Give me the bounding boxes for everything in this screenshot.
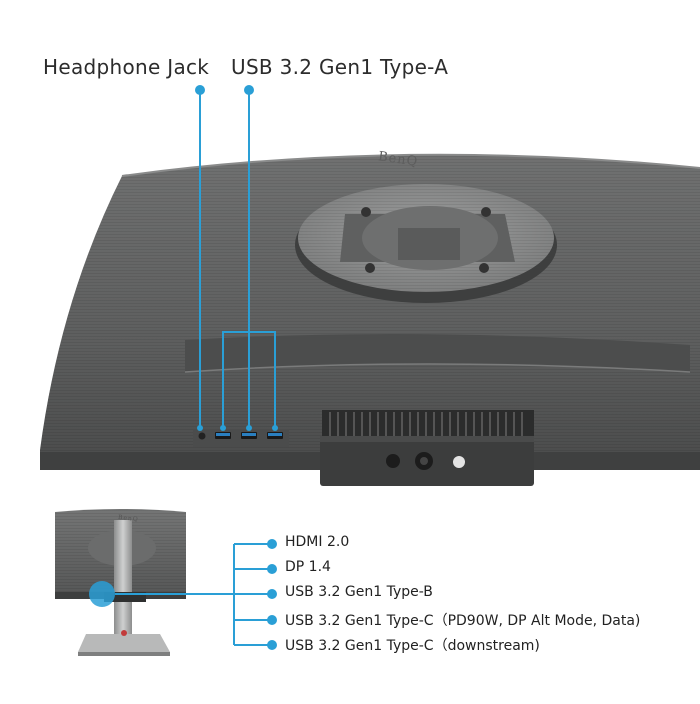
vesa-screw-icon xyxy=(365,263,375,273)
connector-bay xyxy=(320,410,534,486)
highlight-circle xyxy=(89,581,115,607)
side-port-panel xyxy=(193,429,289,447)
port-label-usb-type-c-pd: USB 3.2 Gen1 Type-C（PD90W, DP Alt Mode, … xyxy=(285,613,641,629)
callout-dot-icon xyxy=(195,85,205,95)
port-label-usb-type-b: USB 3.2 Gen1 Type-B xyxy=(285,584,433,600)
callout-label-usb-type-a: USB 3.2 Gen1 Type-A xyxy=(231,55,449,79)
headphone-port-icon xyxy=(198,432,206,440)
callout-lines-bottom xyxy=(115,543,272,646)
rear-groove xyxy=(185,334,690,372)
monitor-thumbnail xyxy=(55,509,186,656)
callout-dot-icon xyxy=(267,589,277,599)
callout-dot-icon xyxy=(197,425,203,431)
cable-clip-icon xyxy=(121,630,127,636)
vesa-screw-icon xyxy=(481,207,491,217)
callout-dot-icon xyxy=(272,425,278,431)
vesa-screw-icon xyxy=(361,207,371,217)
callout-label-headphone-jack: Headphone Jack xyxy=(43,55,210,79)
callout-dot-icon xyxy=(267,640,277,650)
port-label-dp: DP 1.4 xyxy=(285,559,331,575)
power-led-icon xyxy=(453,456,465,468)
vesa-mount xyxy=(295,184,557,303)
callout-dot-icon xyxy=(267,615,277,625)
callout-dot-icon xyxy=(246,425,252,431)
callout-dot-icon xyxy=(220,425,226,431)
port-label-hdmi: HDMI 2.0 xyxy=(285,534,350,550)
callout-lines-top xyxy=(199,90,276,428)
port-label-usb-type-c-downstream: USB 3.2 Gen1 Type-C（downstream) xyxy=(285,638,540,654)
vesa-screw-icon xyxy=(479,263,489,273)
callout-dot-icon xyxy=(267,539,277,549)
callout-dot-icon xyxy=(244,85,254,95)
callout-dot-icon xyxy=(267,564,277,574)
joystick-button-icon xyxy=(386,454,400,468)
